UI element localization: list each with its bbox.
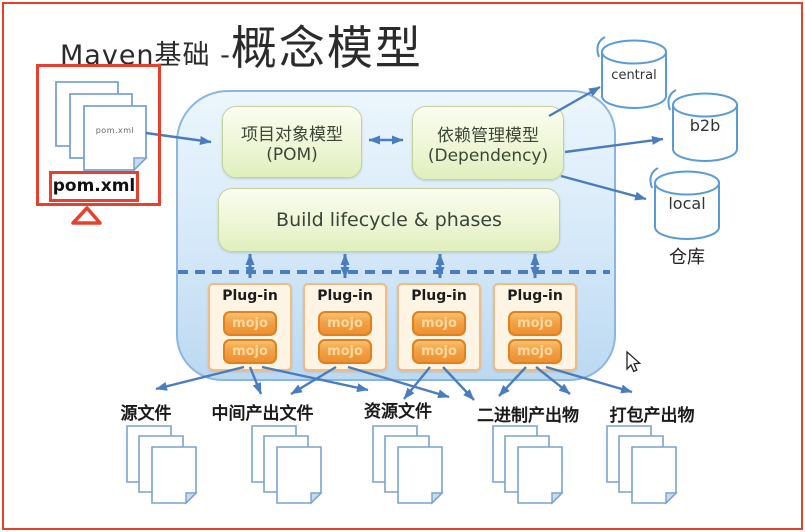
- plugin-label: Plug-in: [222, 288, 278, 304]
- output-label-package: 打包产出物: [609, 406, 695, 426]
- pom-model-box: 项目对象模型 (POM): [222, 106, 362, 178]
- plugin-box-3: Plug-in mojo mojo: [397, 283, 481, 371]
- mojo-button: mojo: [412, 339, 466, 364]
- build-lifecycle-box: Build lifecycle & phases: [218, 188, 560, 252]
- output-label-intermediate: 中间产出文件: [211, 404, 314, 424]
- red-triangle-pointer: [71, 206, 102, 225]
- pom-model-subtitle: (POM): [266, 144, 318, 165]
- mojo-button: mojo: [223, 339, 277, 364]
- mojo-button: mojo: [412, 311, 466, 336]
- plugin-box-2: Plug-in mojo mojo: [303, 283, 387, 371]
- plugin-label: Plug-in: [317, 288, 373, 304]
- plugin-box-4: Plug-in mojo mojo: [493, 283, 577, 371]
- dependency-model-box: 依赖管理模型 (Dependency): [412, 106, 564, 180]
- repo-label-central: central: [611, 68, 657, 83]
- repo-caption: 仓库: [669, 247, 705, 268]
- dependency-model-title: 依赖管理模型: [437, 125, 539, 146]
- output-label-resource: 资源文件: [364, 402, 432, 422]
- mojo-button: mojo: [508, 339, 562, 364]
- repo-label-local: local: [668, 194, 706, 213]
- output-label-source: 源文件: [120, 404, 172, 424]
- intermediate-files-stack: [252, 426, 321, 503]
- mojo-button: mojo: [318, 311, 372, 336]
- binary-artifacts-stack: [493, 426, 562, 503]
- source-files-stack: [127, 426, 196, 503]
- plugin-box-1: Plug-in mojo mojo: [208, 283, 292, 371]
- mouse-cursor: [626, 350, 642, 373]
- mojo-button: mojo: [318, 339, 372, 364]
- mojo-button: mojo: [223, 311, 277, 336]
- plugin-label: Plug-in: [507, 288, 563, 304]
- mojo-button: mojo: [508, 311, 562, 336]
- output-label-binary: 二进制产出物: [477, 406, 579, 426]
- plugin-label: Plug-in: [411, 288, 467, 304]
- build-lifecycle-label: Build lifecycle & phases: [276, 209, 502, 231]
- dependency-model-subtitle: (Dependency): [427, 145, 549, 166]
- pom-model-title: 项目对象模型: [241, 124, 343, 145]
- pom-callout-label: pom.xml: [49, 171, 139, 202]
- title-main: 概念模型: [230, 21, 423, 75]
- repo-label-b2b: b2b: [689, 116, 721, 135]
- resource-files-stack: [373, 426, 442, 503]
- package-artifacts-stack: [607, 426, 676, 503]
